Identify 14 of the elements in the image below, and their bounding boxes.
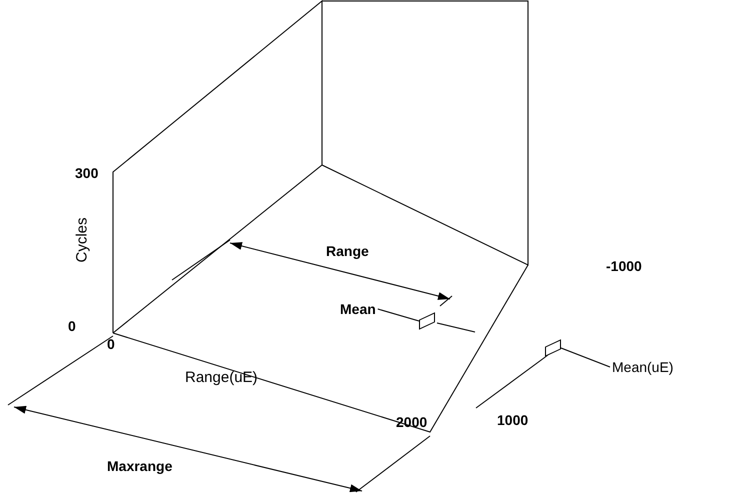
mean-label: Mean xyxy=(340,301,376,317)
axis-label: 2000 xyxy=(396,414,428,430)
axis-label: Range(uE) xyxy=(185,370,258,386)
axis-label: 300 xyxy=(75,165,98,181)
axis-label: 1000 xyxy=(497,412,528,428)
leader-line xyxy=(377,308,420,322)
axis-label: -1000 xyxy=(606,258,642,274)
axis-label: Range xyxy=(326,243,369,259)
axis-label: Mean(uE) xyxy=(612,359,674,375)
axis-label: 0 xyxy=(107,336,115,352)
axis-label: 0 xyxy=(68,318,76,334)
axis-label: Maxrange xyxy=(107,458,172,474)
axis-label: Cycles xyxy=(74,218,90,262)
leader-line xyxy=(560,348,610,368)
